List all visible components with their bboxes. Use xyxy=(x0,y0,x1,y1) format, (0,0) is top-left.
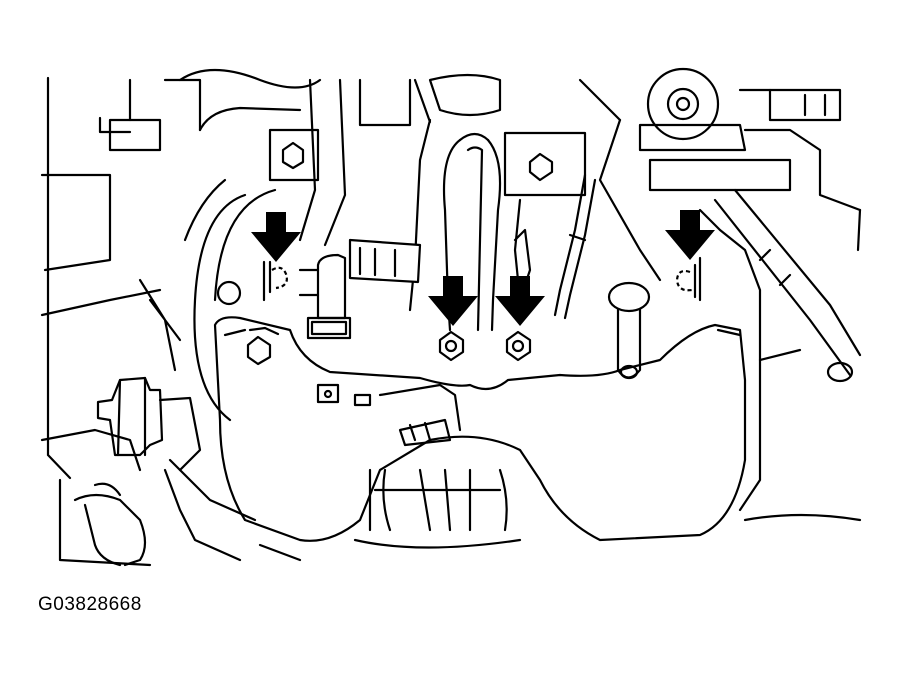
lower-left-components xyxy=(58,178,302,567)
clip-left xyxy=(262,260,288,302)
nut-center-right xyxy=(505,330,532,362)
figure-id-label: G03828668 xyxy=(38,594,142,615)
arrow-right-clip xyxy=(665,210,715,260)
arrow-center-left-nut xyxy=(428,276,478,326)
manifold-heat-shield xyxy=(213,316,747,549)
arrow-center-right-nut xyxy=(495,276,545,326)
wire-connector xyxy=(298,238,422,340)
center-hoses xyxy=(408,118,651,380)
nut-center-left xyxy=(438,330,465,362)
callout-arrows xyxy=(251,210,715,326)
engine-background-linework xyxy=(40,67,862,522)
arrow-left-clip xyxy=(251,212,301,262)
clip-right xyxy=(675,256,702,302)
